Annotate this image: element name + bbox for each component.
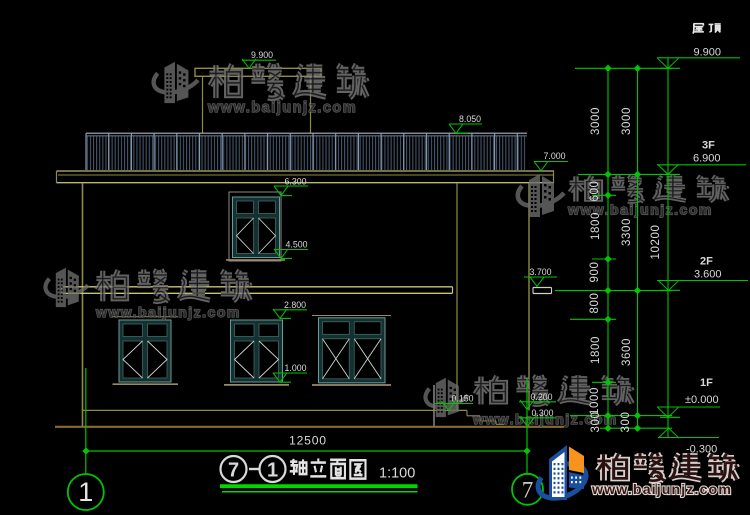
svg-text:3300: 3300 — [621, 218, 633, 246]
svg-text:6.900: 6.900 — [693, 152, 721, 164]
svg-text:0.150: 0.150 — [452, 393, 474, 403]
svg-text:0.300: 0.300 — [532, 408, 554, 418]
svg-text:3.600: 3.600 — [694, 268, 722, 280]
svg-text:www.baijunjz.com: www.baijunjz.com — [567, 202, 713, 218]
svg-text:0.200: 0.200 — [531, 392, 553, 402]
svg-text:www.baijunjz.com: www.baijunjz.com — [472, 411, 618, 427]
svg-text:6.300: 6.300 — [285, 176, 307, 186]
svg-text:1.000: 1.000 — [285, 363, 307, 373]
svg-text:8.050: 8.050 — [459, 114, 481, 124]
svg-text:1F: 1F — [700, 377, 713, 389]
svg-text:1: 1 — [267, 460, 278, 482]
svg-text:10200: 10200 — [650, 225, 662, 260]
svg-text:2.800: 2.800 — [284, 300, 306, 310]
svg-text:9.900: 9.900 — [694, 47, 722, 59]
svg-text:300: 300 — [620, 412, 632, 433]
svg-text:900: 900 — [589, 262, 601, 283]
svg-text:4.500: 4.500 — [286, 239, 308, 249]
svg-text:±0.000: ±0.000 — [685, 394, 719, 406]
svg-text:3F: 3F — [702, 140, 715, 152]
svg-text:9.900: 9.900 — [251, 50, 273, 60]
svg-text:1800: 1800 — [590, 336, 602, 364]
svg-text:7: 7 — [228, 460, 239, 482]
svg-text:7: 7 — [522, 478, 534, 503]
svg-text:1: 1 — [78, 477, 93, 507]
svg-text:600: 600 — [589, 181, 601, 202]
svg-text:3.700: 3.700 — [530, 267, 552, 277]
svg-text:800: 800 — [589, 293, 601, 314]
svg-text:3000: 3000 — [590, 107, 602, 135]
svg-text:www.baijunjz.com: www.baijunjz.com — [95, 304, 241, 320]
svg-text:1000: 1000 — [589, 387, 601, 415]
svg-text:12500: 12500 — [289, 434, 327, 448]
svg-text:www.baijunjz.com: www.baijunjz.com — [591, 482, 732, 498]
svg-text:3000: 3000 — [621, 107, 633, 135]
svg-text:2F: 2F — [700, 255, 713, 267]
svg-text:300: 300 — [590, 412, 602, 433]
svg-text:1:100: 1:100 — [379, 466, 415, 482]
svg-text:1800: 1800 — [590, 212, 602, 240]
svg-text:www.baijunjz.com: www.baijunjz.com — [207, 100, 357, 116]
svg-text:7.000: 7.000 — [544, 151, 566, 161]
svg-text:3600: 3600 — [621, 338, 633, 366]
